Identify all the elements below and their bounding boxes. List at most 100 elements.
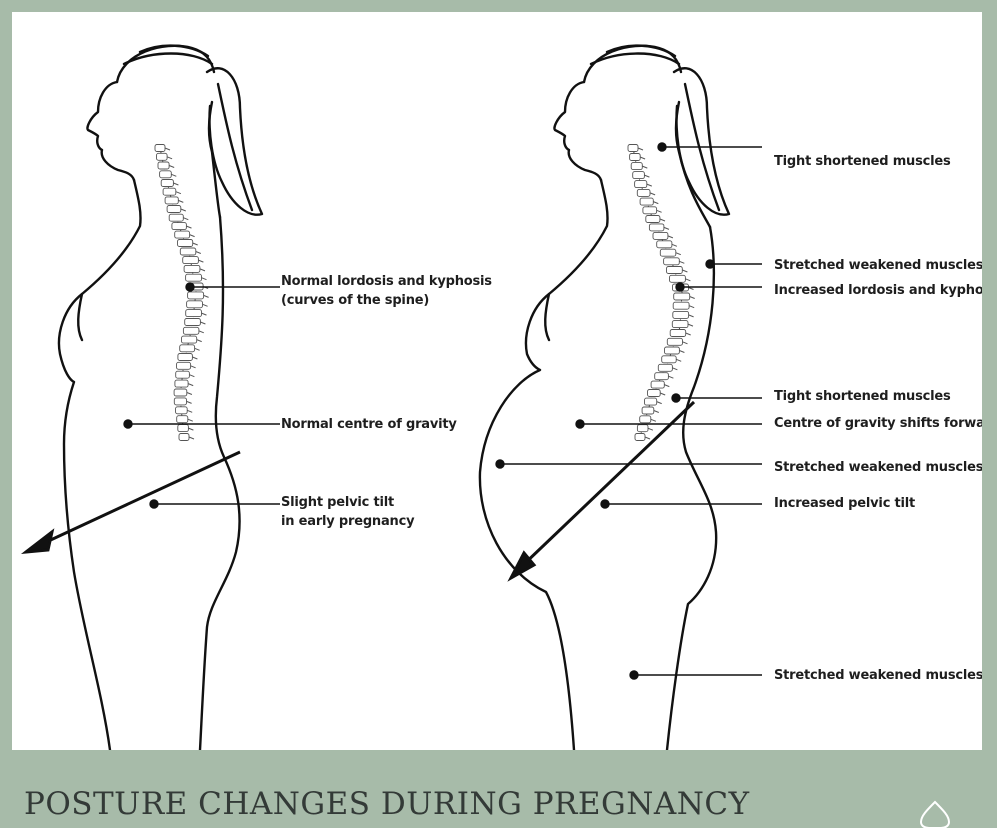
vertebra — [174, 230, 191, 239]
vertebra — [654, 372, 669, 381]
label-curves-of-spine: (curves of the spine) — [281, 293, 429, 308]
vertebra-process — [192, 356, 198, 360]
vertebra — [183, 264, 201, 273]
label-early-pregnancy: in early pregnancy — [281, 514, 415, 529]
vertebra-process — [644, 436, 651, 440]
vertebra-process — [186, 225, 192, 229]
leader-right-6 — [495, 459, 762, 469]
vertebra-process — [637, 147, 644, 151]
vertebra — [175, 370, 190, 379]
vertebra-process — [667, 235, 674, 239]
vertebra-process — [688, 314, 694, 318]
vertebra — [179, 247, 197, 256]
vertebra-process — [642, 165, 648, 169]
vertebra-process — [663, 226, 670, 230]
vertebra — [648, 223, 665, 232]
vertebra — [629, 153, 641, 161]
vertebra — [173, 388, 188, 397]
leader-right-4 — [671, 393, 762, 403]
vertebra — [650, 380, 665, 389]
vertebra — [672, 310, 690, 319]
vertebra — [176, 361, 192, 370]
vertebra — [663, 257, 680, 266]
vertebra-process — [189, 234, 195, 238]
vertebra-process — [668, 375, 674, 379]
vertebra-process — [659, 218, 666, 222]
vertebra — [185, 273, 202, 282]
label-normal-lordosis: Normal lordosis and kyphosis — [281, 274, 492, 289]
vertebra-process — [671, 243, 678, 247]
vertebra — [669, 274, 686, 283]
leader-left-3 — [149, 499, 280, 509]
vertebra — [666, 266, 683, 274]
vertebra — [159, 170, 172, 179]
vertebra — [634, 180, 648, 189]
vertebra-process — [201, 277, 207, 281]
vertebra-process — [195, 251, 201, 254]
vertebra — [636, 188, 651, 197]
label-tight-shortened-1: Tight shortened muscles — [774, 154, 951, 169]
vertebra-process — [183, 217, 189, 221]
vertebra-process — [186, 400, 192, 404]
vertebra-process — [672, 367, 678, 371]
vertebra — [627, 144, 639, 152]
vertebra — [672, 301, 690, 310]
leader-right-7 — [600, 499, 762, 509]
vertebra-process — [689, 296, 695, 299]
vertebra-process — [653, 410, 659, 413]
label-stretched-weakened-3: Stretched weakened muscles — [774, 668, 982, 683]
vertebra — [160, 179, 174, 187]
vertebra-process — [196, 339, 202, 343]
vertebra — [656, 240, 673, 249]
vertebra — [171, 222, 187, 231]
vertebra-process — [188, 427, 194, 431]
vertebra — [173, 397, 187, 406]
leader-right-2 — [705, 259, 762, 269]
label-centre-gravity-forward: Centre of gravity shifts forward — [774, 416, 982, 431]
vertebra — [636, 424, 649, 433]
vertebra — [187, 291, 205, 300]
vertebra — [182, 326, 200, 335]
vertebra-process — [203, 294, 209, 298]
vertebra-process — [682, 269, 688, 273]
vertebra-process — [656, 209, 662, 213]
vertebra — [174, 379, 189, 388]
vertebra — [157, 161, 170, 170]
vertebra-process — [201, 312, 207, 316]
spine-left — [154, 144, 209, 441]
leader-left-1 — [185, 282, 280, 292]
vertebra-process — [178, 199, 184, 203]
leader-right-8 — [629, 670, 762, 680]
vertebra-process — [171, 173, 177, 177]
pelvic-tilt-arrow-left — [41, 450, 241, 546]
vertebra — [647, 389, 661, 397]
right-figure-body — [478, 44, 731, 750]
vertebra — [168, 213, 184, 222]
vertebra-process — [187, 418, 193, 422]
vertebra — [673, 292, 691, 301]
vertebra — [666, 337, 683, 346]
diagram-panel: Normal lordosis and kyphosis (curves of … — [12, 12, 982, 750]
vertebra-process — [198, 330, 204, 334]
label-increased-pelvic-tilt: Increased pelvic tilt — [774, 496, 915, 511]
arrow-head-right — [507, 550, 537, 582]
vertebra — [671, 320, 689, 329]
vertebra — [669, 329, 687, 337]
vertebra-process — [687, 323, 694, 327]
vertebra-process — [173, 182, 179, 186]
vertebra — [166, 205, 182, 213]
vertebra-process — [660, 392, 666, 396]
label-tight-shortened-2: Tight shortened muscles — [774, 389, 951, 404]
vertebra — [184, 318, 201, 326]
vertebra — [182, 256, 199, 265]
vertebra-process — [180, 208, 186, 212]
vertebra-process — [685, 332, 691, 336]
vertebra-process — [188, 436, 195, 440]
vertebra — [661, 355, 677, 364]
vertebra-process — [188, 383, 194, 387]
label-stretched-weakened-2: Stretched weakened muscles — [774, 460, 982, 475]
vertebra-process — [646, 183, 652, 187]
vertebra — [639, 197, 654, 206]
leader-right-1 — [657, 142, 762, 152]
vertebra — [156, 152, 168, 161]
